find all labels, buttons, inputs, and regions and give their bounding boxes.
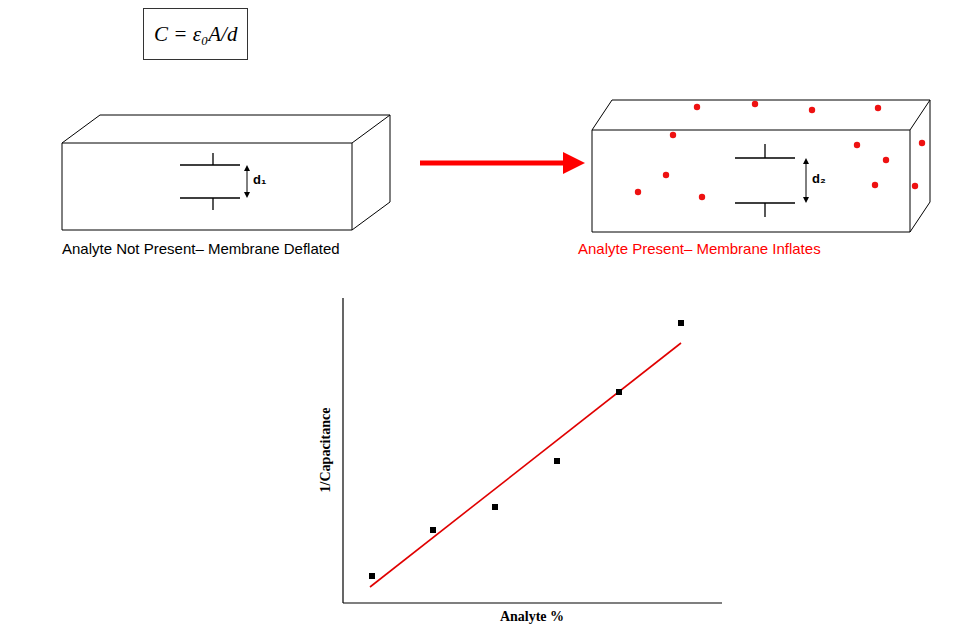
- y-axis: [342, 298, 343, 603]
- capacitor-prism: [592, 100, 930, 232]
- caption: Analyte Not Present– Membrane Deflated: [62, 240, 340, 257]
- gap-label: d₂: [812, 171, 826, 186]
- x-axis: [343, 602, 722, 603]
- fit-line: [370, 343, 681, 587]
- axis-label: 1/Capacitance: [318, 408, 334, 493]
- sensor-block: d₁: [62, 115, 390, 230]
- formula-box: C = ε₀A/d: [143, 8, 248, 60]
- axis-label: Analyte %: [500, 609, 564, 625]
- gap-label: d₁: [253, 172, 266, 187]
- caption: Analyte Present– Membrane Inflates: [578, 240, 821, 257]
- data-points: [369, 320, 684, 579]
- process-arrow: [420, 152, 585, 174]
- capacitor-prism: [62, 115, 390, 230]
- sensor-block: d₂: [592, 100, 930, 232]
- formula: C = ε₀A/d: [154, 22, 237, 47]
